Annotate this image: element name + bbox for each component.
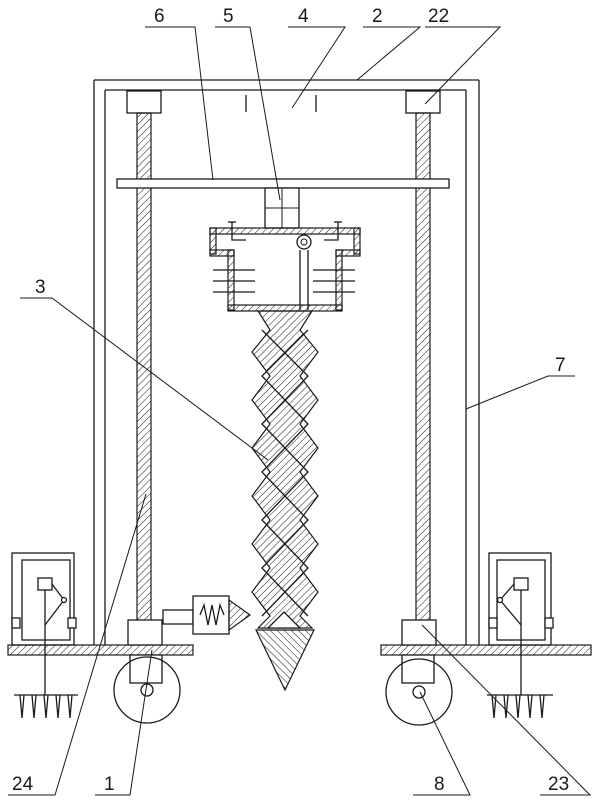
leader-lines [8,26,592,796]
auger-bit [251,310,319,692]
left-wheel [113,654,181,724]
left-ground-anchor [11,552,78,719]
label-24: 24 [12,774,34,795]
left-top-bearing [126,90,162,114]
label-23: 23 [548,774,569,795]
label-1: 1 [104,774,115,795]
label-4: 4 [298,6,309,27]
right-base-plate [380,644,592,656]
motor-shaft [264,187,300,229]
label-7: 7 [555,355,566,376]
label-22: 22 [428,6,449,27]
right-ground-anchor [487,552,554,719]
right-wheel [385,654,453,726]
label-2: 2 [372,6,383,27]
side-pusher [162,595,252,635]
top-mount [245,95,317,112]
right-lead-screw [415,112,431,622]
outer-frame [93,79,480,645]
right-lower-bearing [401,619,437,646]
left-lower-bearing [127,619,163,646]
label-8: 8 [434,774,445,795]
label-3: 3 [35,277,46,298]
label-5: 5 [223,6,234,27]
cross-beam [116,178,450,189]
label-6: 6 [154,6,165,27]
left-base-plate [7,644,194,656]
drill-housing [209,221,361,312]
